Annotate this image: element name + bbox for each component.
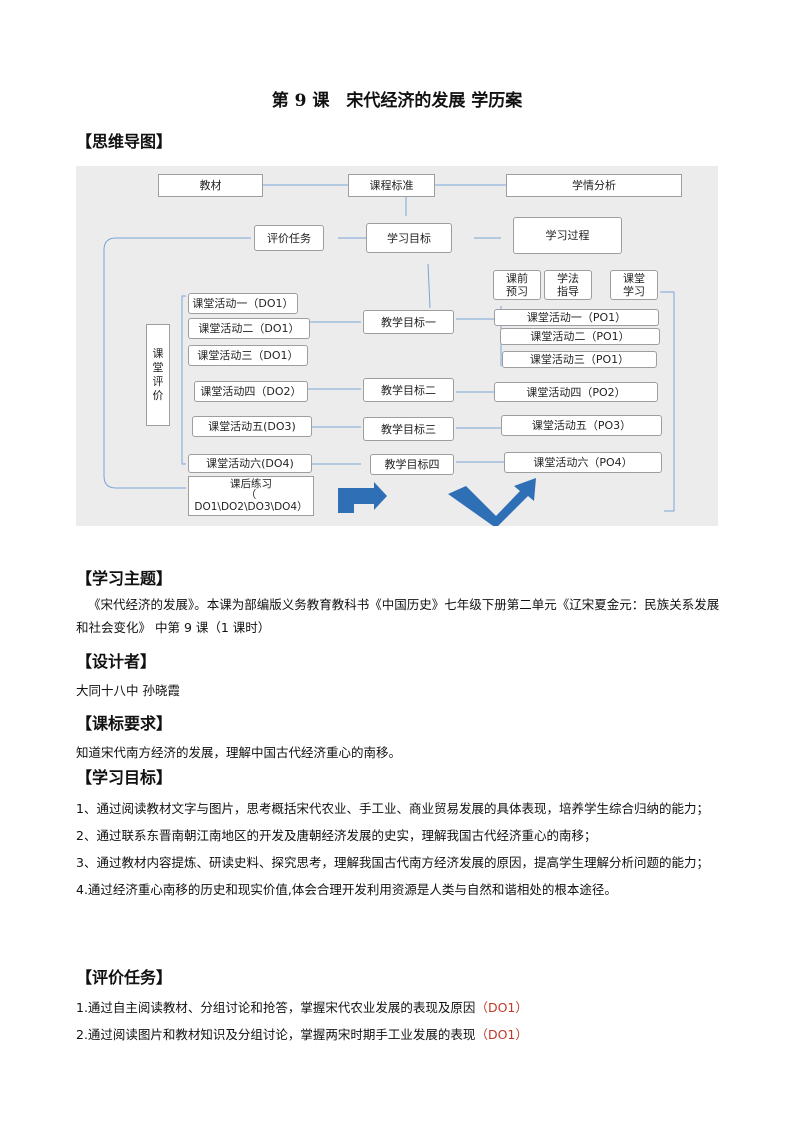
box-do-5: 课堂活动五(DO3) — [192, 416, 312, 437]
task-item: 1.通过自主阅读教材、分组讨论和抢答，掌握宋代农业发展的表现及原因（DO1） — [76, 994, 726, 1021]
tasks-list: 1.通过自主阅读教材、分组讨论和抢答，掌握宋代农业发展的表现及原因（DO1） 2… — [76, 994, 726, 1048]
box-homework: 课后练习 （ DO1\DO2\DO3\DO4） — [188, 476, 314, 516]
box-learner-analysis: 学情分析 — [506, 174, 682, 197]
designer-text: 大同十八中 孙晓霞 — [76, 683, 180, 698]
box-po-4: 课堂活动四（PO2） — [494, 382, 658, 402]
box-goal-3: 教学目标三 — [363, 417, 454, 441]
theme-text: 《宋代经济的发展》。本课为部编版义务教育教科书《中国历史》七年级下册第二单元《辽… — [76, 597, 720, 635]
section-tasks-heading: 【评价任务】 — [76, 968, 173, 987]
goal-item: 2、通过联系东晋南朝江南地区的开发及唐朝经济发展的史实，理解我国古代经济重心的南… — [76, 828, 597, 843]
page-title: 第 9 课 宋代经济的发展 学历案 — [271, 91, 523, 111]
section-mindmap-heading: 【思维导图】 — [76, 132, 173, 151]
goal-item: 1、通过阅读教材文字与图片，思考概括宋代农业、手工业、商业贸易发展的具体表现，培… — [76, 801, 709, 816]
box-learning-process: 学习过程 — [513, 217, 622, 254]
box-method-guide: 学法 指导 — [544, 270, 592, 300]
mindmap-diagram: 教材 课程标准 学情分析 评价任务 学习目标 学习过程 课前 预习 学法 指导 … — [76, 166, 718, 526]
box-po-3: 课堂活动三（PO1） — [502, 351, 657, 368]
section-designer-heading: 【设计者】 — [76, 652, 157, 671]
flow-arrow-check — [448, 478, 536, 526]
goals-list: 1、通过阅读教材文字与图片，思考概括宋代农业、手工业、商业贸易发展的具体表现，培… — [76, 795, 726, 903]
box-po-2: 课堂活动二（PO1） — [500, 328, 660, 345]
task-item: 2.通过阅读图片和教材知识及分组讨论，掌握两宋时期手工业发展的表现（DO1） — [76, 1021, 726, 1048]
box-do-1: 课堂活动一（DO1） — [188, 293, 298, 314]
box-eval-task: 评价任务 — [254, 225, 324, 251]
flow-arrow-l — [338, 482, 387, 513]
task-tag: （DO1） — [475, 1027, 528, 1042]
box-preview: 课前 预习 — [493, 270, 541, 300]
task-text: 2.通过阅读图片和教材知识及分组讨论，掌握两宋时期手工业发展的表现 — [76, 1027, 476, 1042]
section-standard-heading: 【课标要求】 — [76, 714, 173, 733]
box-do-2: 课堂活动二（DO1） — [188, 318, 310, 339]
goal-item: 3、通过教材内容提炼、研读史料、探究思考，理解我国古代南方经济发展的原因，提高学… — [76, 855, 709, 870]
box-do-3: 课堂活动三（DO1） — [188, 345, 308, 366]
box-course-standard: 课程标准 — [348, 174, 435, 197]
task-text: 1.通过自主阅读教材、分组讨论和抢答，掌握宋代农业发展的表现及原因 — [76, 1000, 476, 1015]
task-tag: （DO1） — [475, 1000, 528, 1015]
goal-item: 4.通过经济重心南移的历史和现实价值,体会合理开发利用资源是人类与自然和谐相处的… — [76, 882, 617, 897]
box-class-learning: 课堂 学习 — [610, 270, 658, 300]
box-po-5: 课堂活动五（PO3） — [501, 415, 662, 436]
box-goal-1: 教学目标一 — [363, 310, 454, 334]
box-po-1: 课堂活动一（PO1） — [494, 309, 659, 326]
box-learning-goal: 学习目标 — [366, 223, 452, 253]
section-theme-heading: 【学习主题】 — [76, 569, 173, 588]
box-goal-2: 教学目标二 — [363, 378, 454, 402]
section-goals-heading: 【学习目标】 — [76, 768, 173, 787]
box-class-eval: 课 堂 评 价 — [146, 324, 170, 426]
box-do-4: 课堂活动四（DO2） — [194, 381, 308, 402]
box-goal-4: 教学目标四 — [370, 454, 454, 475]
box-po-6: 课堂活动六（PO4） — [504, 452, 662, 473]
box-do-6: 课堂活动六(DO4) — [188, 454, 312, 473]
standard-text: 知道宋代南方经济的发展，理解中国古代经济重心的南移。 — [76, 745, 402, 760]
box-jiaocai: 教材 — [158, 174, 263, 197]
